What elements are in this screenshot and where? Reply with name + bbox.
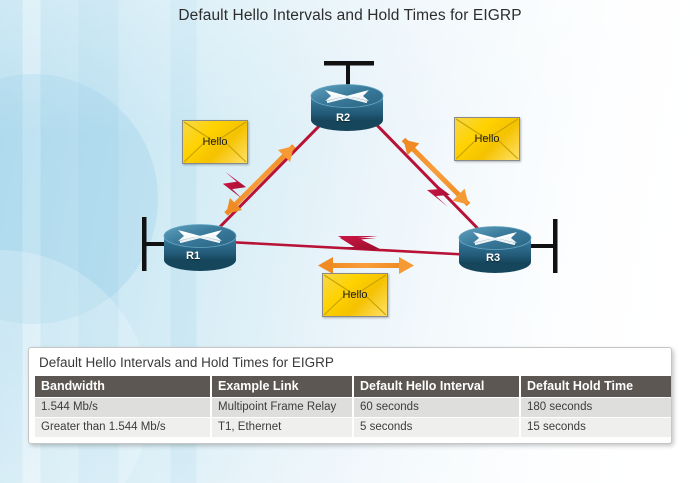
hello-arrow-r1-r2[interactable] bbox=[220, 140, 300, 220]
router-label-r1: R1 bbox=[186, 250, 201, 262]
page-title: Default Hello Intervals and Hold Times f… bbox=[178, 7, 522, 24]
hello-envelope-left[interactable]: Hello bbox=[182, 120, 248, 164]
link-r1-r3 bbox=[227, 236, 475, 257]
table-panel: Default Hello Intervals and Hold Times f… bbox=[28, 347, 672, 444]
table-caption: Default Hello Intervals and Hold Times f… bbox=[39, 355, 334, 370]
eigrp-timers-table: Bandwidth Example Link Default Hello Int… bbox=[33, 375, 673, 438]
column-header-hold-time: Default Hold Time bbox=[521, 376, 671, 397]
cell-hold-time: 180 seconds bbox=[521, 398, 671, 417]
router-r3[interactable] bbox=[458, 226, 532, 274]
hello-envelope-label: Hello bbox=[342, 289, 368, 301]
column-header-hello-interval: Default Hello Interval bbox=[354, 376, 519, 397]
hello-envelope-label: Hello bbox=[202, 136, 228, 148]
cell-example-link: T1, Ethernet bbox=[212, 418, 352, 437]
router-r1[interactable] bbox=[163, 224, 237, 272]
envelope-flap-icon bbox=[323, 274, 387, 316]
column-header-bandwidth: Bandwidth bbox=[35, 376, 210, 397]
envelope-flap-icon bbox=[455, 118, 519, 160]
hello-envelope-bottom[interactable]: Hello bbox=[322, 273, 388, 317]
cell-hello-interval: 5 seconds bbox=[354, 418, 519, 437]
table-row: 1.544 Mb/s Multipoint Frame Relay 60 sec… bbox=[35, 398, 671, 417]
lan-stub-r3 bbox=[515, 219, 558, 273]
network-diagram: R1 R2 R3 Hello Hello bbox=[142, 61, 558, 317]
cell-hold-time: 15 seconds bbox=[521, 418, 671, 437]
table-header-row: Bandwidth Example Link Default Hello Int… bbox=[35, 376, 671, 397]
hello-envelope-label: Hello bbox=[474, 133, 500, 145]
topology-svg bbox=[142, 61, 558, 274]
link-r1-r2 bbox=[207, 114, 331, 240]
link-r2-r3 bbox=[366, 114, 491, 242]
envelope-flap-icon bbox=[183, 121, 247, 163]
router-label-r3: R3 bbox=[486, 252, 501, 264]
hello-arrow-r2-r3[interactable] bbox=[397, 133, 474, 210]
router-label-r2: R2 bbox=[336, 112, 351, 124]
cell-hello-interval: 60 seconds bbox=[354, 398, 519, 417]
lan-stub-r2 bbox=[324, 61, 374, 95]
cell-example-link: Multipoint Frame Relay bbox=[212, 398, 352, 417]
router-r2[interactable] bbox=[310, 84, 384, 132]
cell-bandwidth: 1.544 Mb/s bbox=[35, 398, 210, 417]
column-header-example-link: Example Link bbox=[212, 376, 352, 397]
table-row: Greater than 1.544 Mb/s T1, Ethernet 5 s… bbox=[35, 418, 671, 437]
hello-envelope-right[interactable]: Hello bbox=[454, 117, 520, 161]
cell-bandwidth: Greater than 1.544 Mb/s bbox=[35, 418, 210, 437]
hello-arrow-r1-r3[interactable] bbox=[318, 257, 414, 274]
